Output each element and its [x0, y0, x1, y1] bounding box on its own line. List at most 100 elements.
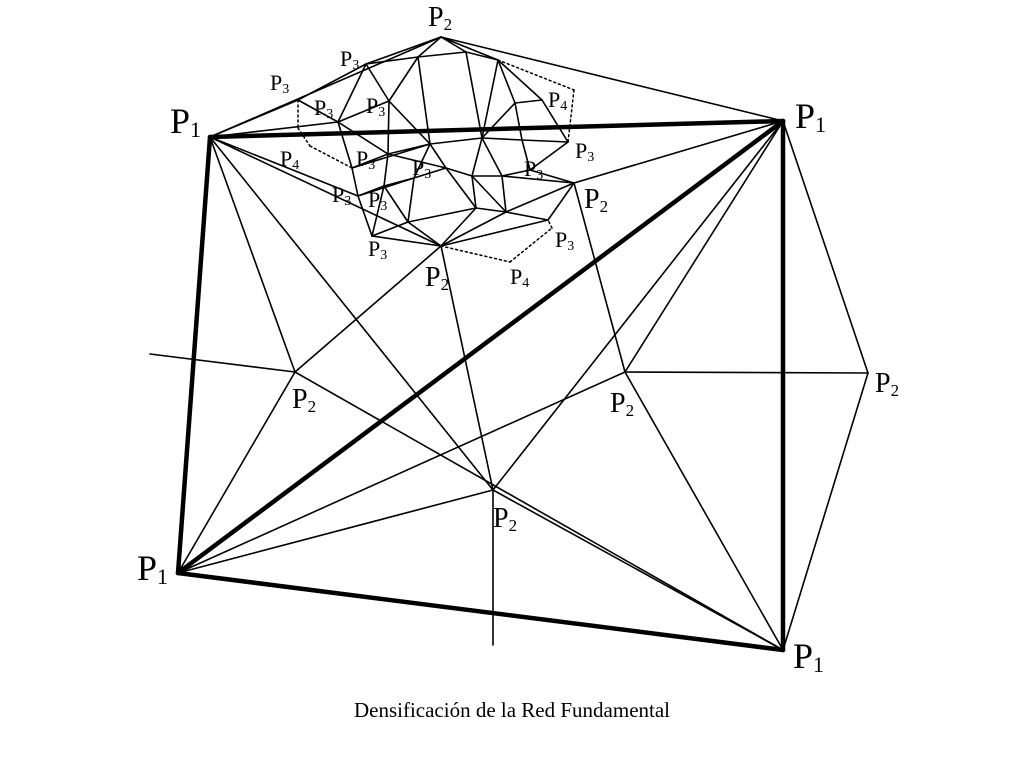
network-line-19 [440, 245, 494, 491]
network-line-60 [471, 137, 483, 177]
network-line-30 [365, 63, 390, 102]
network-line-26 [440, 36, 499, 61]
network-line-2 [440, 36, 784, 122]
network-line-17 [492, 120, 784, 491]
network-line-40 [387, 100, 390, 155]
label-p3-15: P3 [366, 93, 385, 120]
network-line-29 [337, 63, 367, 123]
fundamental-line-1 [207, 118, 786, 140]
network-line-6 [209, 136, 296, 373]
network-line-18 [294, 245, 442, 373]
label-p3-18: P3 [332, 182, 351, 209]
network-line-15 [624, 120, 784, 373]
label-p2-6: P2 [292, 384, 316, 416]
network-line-33 [388, 56, 419, 102]
label-p3-16: P3 [356, 146, 375, 173]
network-line-87 [387, 153, 447, 169]
network-line-47 [521, 139, 569, 143]
network-line-7 [209, 136, 494, 491]
network-line-52 [501, 169, 531, 177]
network-line-23 [365, 36, 442, 65]
network-line-89 [337, 121, 389, 155]
network-line-37 [514, 99, 543, 104]
network-line-9 [177, 371, 296, 574]
network-line-71 [371, 185, 385, 237]
network-line-93 [497, 59, 543, 101]
network-line-36 [497, 59, 516, 104]
network-line-43 [465, 51, 483, 139]
dotted-line-6 [440, 245, 511, 263]
network-line-62 [529, 169, 575, 184]
network-line-44 [481, 59, 499, 139]
network-line-82 [440, 219, 549, 247]
network-line-57 [383, 153, 389, 187]
label-p3-20: P3 [368, 236, 387, 263]
network-line-45 [481, 102, 516, 139]
network-line-81 [505, 211, 549, 221]
fundamental-line-3 [175, 570, 786, 653]
network-line-16 [573, 120, 784, 184]
network-line-65 [413, 167, 447, 179]
label-p2-10: P2 [425, 262, 449, 294]
network-line-91 [209, 136, 359, 197]
label-p3-13: P3 [270, 70, 289, 97]
network-line-68 [475, 207, 507, 213]
dotted-line-5 [567, 89, 575, 143]
network-line-84 [440, 211, 507, 247]
network-line-46 [514, 102, 523, 141]
network-line-76 [371, 221, 409, 237]
label-p2-8: P2 [493, 503, 517, 535]
network-line-50 [481, 137, 523, 141]
network-line-78 [371, 235, 442, 247]
fundamental-line-4 [175, 134, 213, 576]
network-line-77 [407, 207, 477, 223]
network-line-86 [357, 177, 415, 197]
network-line-20 [573, 182, 626, 373]
label-p3-14: P3 [314, 95, 333, 122]
network-line-11 [177, 371, 626, 574]
network-line-34 [417, 51, 467, 58]
network-line-94 [209, 99, 299, 138]
label-p4-25: P4 [548, 87, 567, 114]
label-p3-19: P3 [368, 187, 387, 214]
network-line-85 [351, 143, 431, 169]
network-line-21 [149, 353, 296, 373]
network-line-92 [501, 175, 575, 184]
dotted-network-lines [297, 59, 575, 263]
network-line-35 [465, 51, 499, 61]
network-line-69 [505, 182, 575, 213]
label-p4-26: P4 [510, 264, 529, 291]
network-line-49 [529, 141, 569, 171]
thin-network-lines [149, 36, 869, 651]
label-p4-24: P4 [280, 146, 299, 173]
network-line-72 [383, 185, 409, 223]
network-line-14 [624, 371, 784, 651]
network-line-12 [294, 371, 784, 651]
label-p1-3: P1 [137, 548, 168, 589]
dotted-line-3 [309, 145, 353, 169]
network-line-4 [782, 372, 869, 651]
network-line-8 [209, 136, 442, 247]
network-line-27 [297, 99, 339, 123]
network-line-13 [492, 489, 784, 651]
label-p2-9: P2 [875, 368, 899, 400]
network-line-79 [407, 221, 442, 247]
fundamental-quadrilateral-lines [175, 118, 786, 653]
network-line-41 [388, 100, 431, 145]
network-line-66 [445, 167, 473, 177]
network-line-61 [501, 175, 507, 213]
dotted-line-4 [497, 59, 575, 91]
network-line-55 [429, 137, 483, 145]
label-p3-21: P3 [524, 156, 543, 183]
network-line-70 [357, 195, 373, 237]
network-line-83 [547, 182, 575, 221]
label-p1-2: P1 [795, 96, 826, 137]
network-line-51 [481, 137, 503, 177]
label-p1-1: P1 [170, 101, 201, 142]
dotted-line-7 [509, 227, 553, 263]
network-line-59 [429, 143, 447, 169]
label-p3-23: P3 [555, 227, 574, 254]
network-line-75 [471, 175, 507, 213]
network-line-39 [337, 121, 353, 169]
